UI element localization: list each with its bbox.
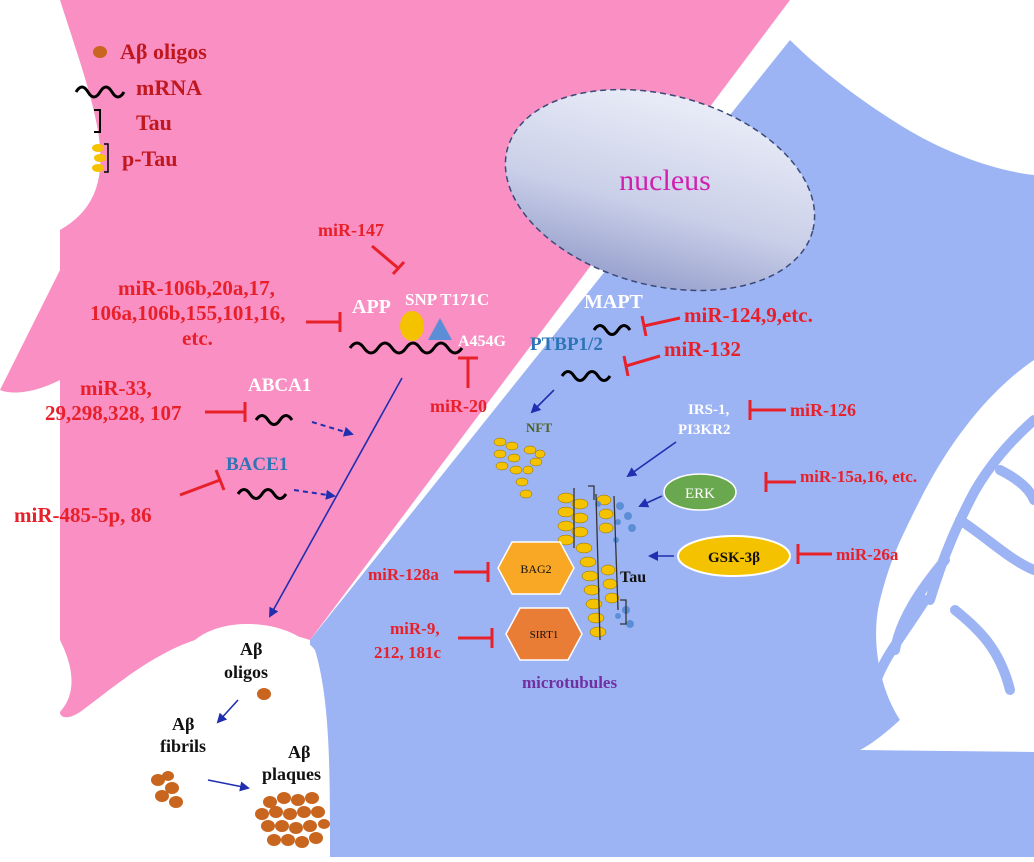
bace1-arrow (293, 489, 336, 500)
nucleus (504, 88, 816, 292)
mapt-mrna (592, 324, 632, 336)
mir-erk-inhibition (764, 472, 796, 492)
mir-app-line2: 106a,106b,155,101,16, (90, 301, 285, 325)
abeta-oligo-icon (93, 46, 107, 58)
abca1-gene-label: ABCA1 (248, 375, 311, 396)
tau-label: Tau (620, 569, 646, 586)
ptau-microtubule-bundle (557, 485, 636, 641)
mapt-gene-label: MAPT (584, 291, 644, 313)
bag2-label: BAG2 (520, 562, 551, 576)
ptbp-mrna (560, 370, 612, 382)
irs-label-line2: PI3KR2 (678, 422, 731, 438)
bag2-node (497, 541, 575, 595)
app-to-abeta-arrow (269, 377, 403, 618)
bace1-mrna (236, 488, 288, 500)
erk-label: ERK (685, 486, 715, 502)
oligo-to-fibril-arrow (216, 699, 239, 724)
mir-mapt-inhibition (640, 315, 681, 337)
microtubules-label: microtubules (522, 673, 617, 692)
snp-triangle (428, 318, 452, 340)
mir-bag2-label: miR-128a (368, 565, 439, 584)
ptbp-gene-label: PTBP1/2 (530, 334, 603, 355)
mir-gsk-inhibition (796, 544, 832, 564)
mir147-label: miR-147 (318, 220, 384, 240)
legend-tau: Tau (136, 110, 172, 135)
mir20-label: miR-20 (430, 396, 487, 416)
sirt1-node (505, 607, 583, 661)
mir-ptbp-inhibition (622, 354, 661, 377)
abca1-arrow (311, 421, 354, 437)
abeta-oligos-line2: oligos (224, 662, 268, 682)
mir-mapt-label: miR-124,9,etc. (684, 303, 813, 327)
a454g-label: A454G (458, 333, 507, 350)
abeta-fibrils-line2: fibrils (160, 736, 206, 756)
ptau-icon (92, 143, 109, 173)
erk-node (663, 473, 737, 511)
nft-label: NFT (526, 420, 552, 435)
abeta-plaques-line2: plaques (262, 764, 321, 784)
gsk-node (677, 535, 791, 577)
legend-abeta: Aβ oligos (120, 39, 207, 64)
abeta-fibrils-line1: Aβ (172, 714, 194, 734)
mir-bag2-inhibition (454, 562, 490, 582)
abeta-fibril-cluster (151, 771, 183, 808)
bace1-gene-label: BACE1 (226, 454, 288, 475)
nft-cluster (493, 437, 546, 499)
irs-to-tau-arrow (626, 441, 677, 478)
tau-icon (94, 109, 101, 133)
fibril-to-plaque-arrow (207, 779, 250, 792)
mir20-inhibition (458, 356, 478, 388)
sirt1-label: SIRT1 (530, 629, 559, 641)
abeta-oligo-particle (257, 688, 271, 700)
mir-irs-label: miR-126 (790, 400, 856, 420)
gsk-label: GSK-3β (708, 550, 760, 566)
mir-bace1-inhibition (179, 469, 226, 497)
mir-gsk-label: miR-26a (836, 545, 899, 564)
snp-label: SNP T171C (405, 290, 489, 309)
mir-app-line1: miR-106b,20a,17, (118, 276, 275, 300)
ptbp-to-nft-arrow (530, 389, 555, 414)
mir-abca1-line1: miR-33, (80, 376, 152, 400)
erk-to-tau-arrow (638, 495, 663, 508)
abeta-plaque-cluster (255, 792, 330, 848)
mir-sirt1-line2: 212, 181c (374, 643, 442, 662)
abca1-mrna (254, 414, 294, 426)
blue-region (310, 40, 1034, 857)
legend: Aβ oligos mRNA Tau p-Tau (74, 39, 207, 173)
mir-abca1-inhibition (205, 402, 247, 422)
mir147-inhibition (371, 244, 406, 276)
mir-erk-label: miR-15a,16, etc. (800, 467, 917, 486)
app-gene-label: APP (352, 296, 391, 318)
mir-abca1-line2: 29,298,328, 107 (45, 401, 182, 425)
mir-sirt1-inhibition (458, 628, 494, 648)
legend-ptau: p-Tau (122, 146, 177, 171)
mir-app-line3: etc. (182, 326, 213, 350)
legend-mrna: mRNA (136, 75, 202, 100)
irs-label-line1: IRS-1, (688, 402, 730, 418)
app-mrna (348, 341, 464, 355)
nucleus-label: nucleus (619, 164, 711, 197)
mir-irs-inhibition (748, 400, 786, 420)
mir-ptbp-label: miR-132 (664, 337, 741, 361)
abeta-plaques-line1: Aβ (288, 742, 310, 762)
mir-sirt1-line1: miR-9, (390, 619, 440, 638)
abeta-oligos-line1: Aβ (240, 639, 262, 659)
mrna-icon (74, 85, 126, 99)
mir-bace1-label: miR-485-5p, 86 (14, 503, 152, 527)
mir-app-inhibition (306, 312, 342, 332)
snp-oval (400, 311, 424, 341)
